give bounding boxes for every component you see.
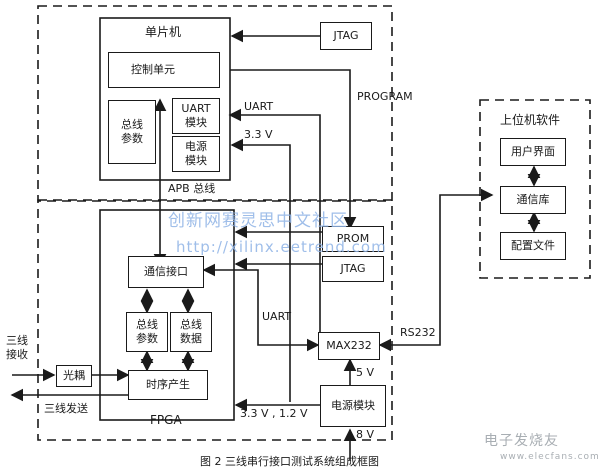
comm-interface-box: 通信接口 [128,256,204,288]
fpga-label: FPGA [150,413,182,427]
mcu-bus-params-line2: 参数 [121,132,143,145]
fpga-bus-params-line2: 参数 [136,332,158,345]
mcu-power-module-box: 电源 模块 [172,136,220,172]
control-unit-box: 控制单元 [108,52,220,88]
config-file-label: 配置文件 [511,239,555,252]
power-module-label: 电源模块 [331,399,375,412]
three-wire-send-label: 三线发送 [44,402,88,415]
host-title: 上位机软件 [500,113,561,127]
rs232-label: RS232 [400,326,436,339]
uart-mid-line [202,263,320,352]
v5-label: 5 V [356,366,375,379]
uart-module-box: UART 模块 [172,98,220,134]
watermark-url: http://xilinx.eetrend.com [176,238,387,256]
ui-box: 用户界面 [500,138,566,166]
fpga-bus-data-line2: 数据 [180,332,202,345]
ui-label: 用户界面 [511,145,555,158]
program-line [230,69,357,230]
apb-bus-label: APB 总线 [168,182,216,195]
jtag-bottom-box: JTAG [322,256,384,282]
uart-mid-label: UART [262,310,292,323]
fpga-bus-data-box: 总线 数据 [170,312,212,352]
jtag-bottom-label: JTAG [340,262,366,275]
prom-label: PROM [336,232,370,245]
mcu-bus-params-line1: 总线 [121,118,143,131]
uart-top-label: UART [244,100,274,113]
figure-caption: 图 2 三线串行接口测试系统组成框图 [200,455,379,468]
max232-box: MAX232 [318,332,380,360]
v33-12-label: 3.3 V , 1.2 V [240,407,308,420]
fpga-bus-params-box: 总线 参数 [126,312,168,352]
timing-label: 时序产生 [146,378,190,391]
max232-label: MAX232 [326,339,372,352]
fpga-bus-data-line1: 总线 [180,318,202,331]
three-wire-recv-line1: 三线 [6,334,28,347]
config-file-box: 配置文件 [500,232,566,260]
optocoupler-box: 光耦 [56,365,92,387]
mcu-power-module-line2: 模块 [185,154,207,167]
uart-module-line1: UART [181,102,211,115]
optocoupler-label: 光耦 [63,369,85,382]
mcu-title: 单片机 [145,25,182,39]
v33-top-line [230,138,291,402]
watermark-logo-url: www.elecfans.com [500,452,600,462]
v8-label: 8 V [356,428,375,441]
rs232-line [378,188,494,352]
control-unit-label: 控制单元 [131,63,175,76]
uart-module-line2: 模块 [185,116,207,129]
fpga-bus-params-line1: 总线 [136,318,158,331]
watermark-cn: 创新网赛灵思中文社区 [168,211,348,231]
uart-top-line [228,108,321,325]
jtag-top-label: JTAG [333,29,359,42]
timing-box: 时序产生 [128,370,208,400]
prom-box: PROM [322,226,384,252]
mcu-power-module-line1: 电源 [185,140,207,153]
mcu-bus-params-box: 总线 参数 [108,100,156,164]
comm-interface-label: 通信接口 [144,265,188,278]
comm-lib-label: 通信库 [516,193,550,206]
comm-lib-box: 通信库 [500,186,566,214]
mcu-board-region [37,5,393,202]
v33-top-label: 3.3 V [244,128,273,141]
program-label: PROGRAM [357,90,413,103]
watermark-logo: 电子发烧友 [484,433,559,449]
three-wire-recv-line2: 接收 [6,348,28,361]
power-module-box: 电源模块 [320,385,386,427]
jtag-top-box: JTAG [320,22,372,50]
